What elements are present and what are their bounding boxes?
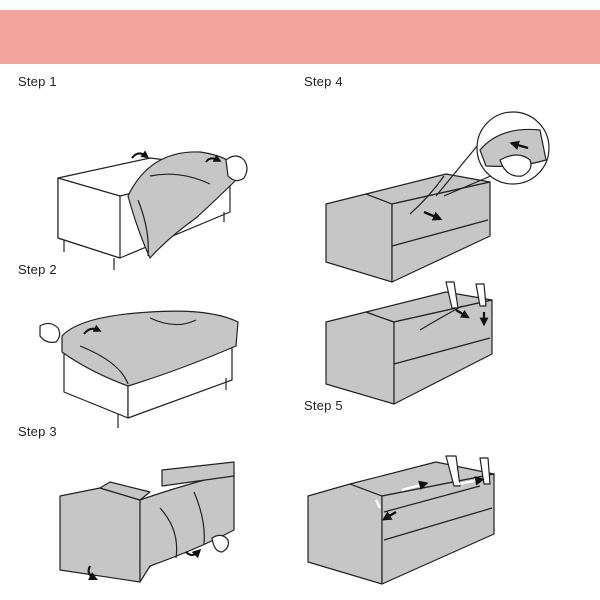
step-5-illustration <box>307 455 495 585</box>
step-4b-illustration <box>325 281 493 405</box>
header-banner <box>0 10 600 64</box>
step-3-illustration <box>59 461 235 583</box>
hand-icon <box>211 534 229 553</box>
step-1-illustration <box>57 150 248 270</box>
hand-icon <box>499 154 532 177</box>
hand-icon <box>39 322 61 343</box>
hand-icon <box>445 281 459 309</box>
step-2-label: Step 2 <box>18 262 57 277</box>
step-4-label: Step 4 <box>304 74 343 89</box>
hand-icon <box>225 155 248 182</box>
hand-icon <box>445 455 461 487</box>
step-1-label: Step 1 <box>18 74 57 89</box>
step-3-label: Step 3 <box>18 424 57 439</box>
step-2-illustration <box>39 310 239 428</box>
step-5-label: Step 5 <box>304 398 343 413</box>
step-4-illustration <box>325 111 550 283</box>
